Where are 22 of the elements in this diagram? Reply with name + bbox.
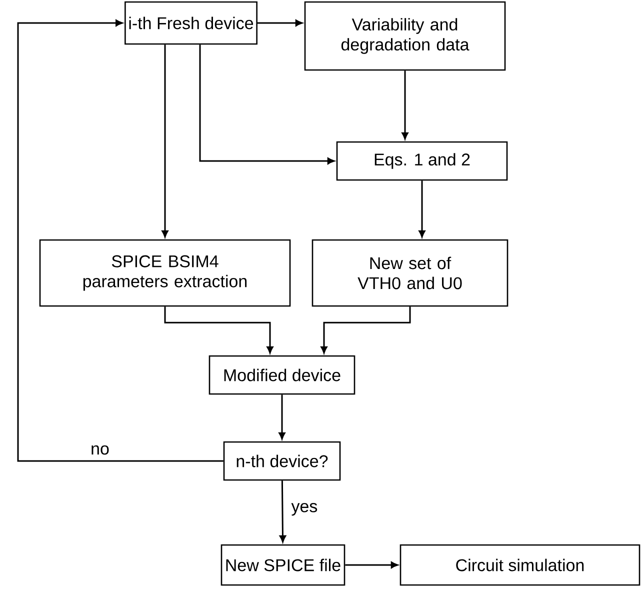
edge-label: yes — [290, 502, 319, 517]
arrow — [418, 180, 426, 238]
arrow — [278, 394, 286, 440]
process-box: Variability and degradation data — [304, 1, 506, 71]
process-box: Eqs. 1 and 2 — [336, 141, 508, 181]
arrow — [402, 70, 408, 140]
process-box: SPICE BSIM4 parameters extraction — [39, 239, 291, 307]
arrow — [17, 20, 224, 462]
process-box: i-th Fresh device — [124, 1, 258, 45]
process-box: Modified device — [208, 355, 356, 395]
process-box: New SPICE file — [220, 544, 346, 586]
arrow — [279, 480, 286, 542]
process-box: Circuit simulation — [400, 544, 640, 586]
edge-label: no — [90, 444, 110, 456]
arrow — [320, 306, 411, 354]
arrow — [164, 306, 274, 354]
arrow — [162, 44, 168, 238]
arrow — [257, 20, 302, 26]
arrow — [199, 44, 334, 164]
arrow — [345, 562, 398, 568]
process-box: New set of VTH0 and U0 — [312, 239, 508, 307]
process-box: n-th device? — [223, 441, 341, 481]
